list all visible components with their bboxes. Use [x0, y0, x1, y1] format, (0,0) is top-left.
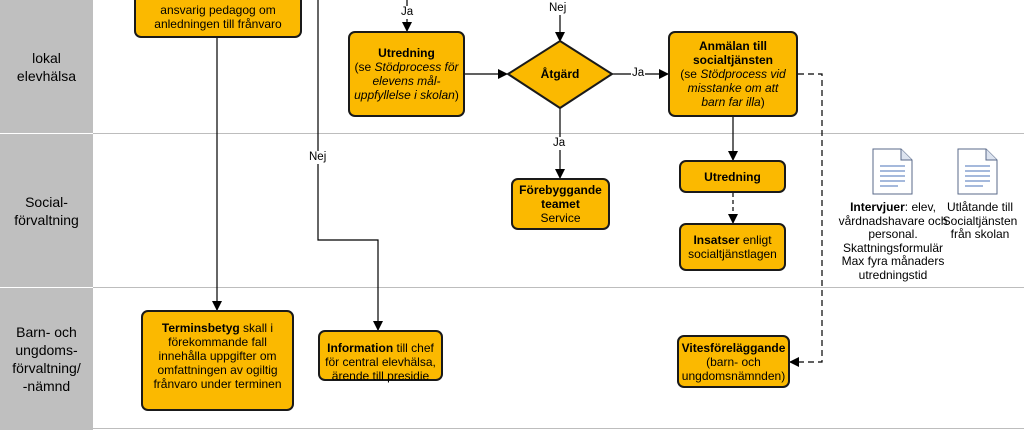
utredning-social-box: Utredning	[679, 160, 786, 193]
connector-anmalan-to-vites	[789, 73, 823, 367]
edge-label-ja: Ja	[553, 137, 566, 150]
atgard-label: Åtgärd	[540, 67, 580, 81]
information-title: Information	[327, 341, 394, 355]
utredning-desc: (se Stödprocess för elevens mål-uppfylle…	[354, 60, 459, 102]
insatser-box: Insatser enligt socialtjänstlagen	[679, 223, 786, 271]
insatser-desc: enligt socialtjänstlagen	[688, 233, 777, 261]
document-icon	[872, 148, 913, 195]
terminsbetyg-box: Terminsbetyg skall i förekommande fall i…	[141, 310, 294, 411]
anmalan-title: Anmälan till socialtjänsten	[692, 39, 774, 67]
intervjuer-note: Intervjuer: elev, vårdnadshavare och per…	[838, 200, 948, 282]
ansvarig-pedagog-box: ansvarig pedagog om anledningen till frå…	[134, 0, 302, 38]
edge-label-ja: Ja	[401, 6, 414, 19]
utredning-title: Utredning	[378, 46, 435, 60]
atgard-diamond	[506, 39, 614, 110]
forebyggande-box: Förebyggande teamet Service	[511, 178, 610, 230]
vites-title: Vitesföreläggande	[681, 340, 786, 355]
edge-label-nej: Nej	[549, 2, 567, 15]
vites-desc: (barn- och ungdomsnämnden)	[681, 354, 786, 383]
edge-label-ja: Ja	[631, 67, 646, 80]
anmalan-desc: (se Stödprocess vid misstanke om att bar…	[680, 67, 786, 109]
lane-divider	[93, 428, 1024, 429]
intervjuer-title: Intervjuer	[850, 200, 905, 214]
anmalan-box: Anmälan till socialtjänsten (se Stödproc…	[668, 31, 798, 117]
utredning-social-title: Utredning	[704, 169, 761, 184]
intervjuer-desc: : elev, vårdnadshavare och personal. Ska…	[838, 200, 948, 282]
forebyggande-sub: Service	[540, 211, 581, 225]
lane-divider	[93, 287, 1024, 288]
terminsbetyg-desc: skall i förekommande fall innehålla uppg…	[153, 321, 282, 391]
insatser-title: Insatser	[693, 233, 740, 247]
lane-label-socialforvaltning: Social- förvaltning	[0, 134, 93, 287]
vites-box: Vitesföreläggande (barn- och ungdomsnämn…	[677, 335, 790, 388]
information-desc: till chef för central elevhälsa, ärende …	[325, 341, 436, 383]
edge-label-nej: Nej	[309, 151, 327, 164]
document-icon	[957, 148, 998, 195]
terminsbetyg-title: Terminsbetyg	[161, 321, 240, 335]
ansvarig-pedagog-text: ansvarig pedagog om anledningen till frå…	[154, 3, 282, 31]
utlatande-note: Utlåtande till Socialtjänsten från skola…	[942, 200, 1018, 241]
forebyggande-title: Förebyggande teamet	[519, 183, 602, 211]
connector-nej-to-information	[317, 0, 383, 331]
lane-divider	[93, 133, 1024, 134]
lane-label-barn-ungdom: Barn- och ungdoms- förvaltning/ -nämnd	[0, 288, 93, 430]
lane-label-lokal-elevhalsa: lokal elevhälsa	[0, 0, 93, 133]
information-box: Information till chef för central elevhä…	[318, 330, 443, 383]
utredning-box: Utredning (se Stödprocess för elevens må…	[348, 31, 465, 117]
